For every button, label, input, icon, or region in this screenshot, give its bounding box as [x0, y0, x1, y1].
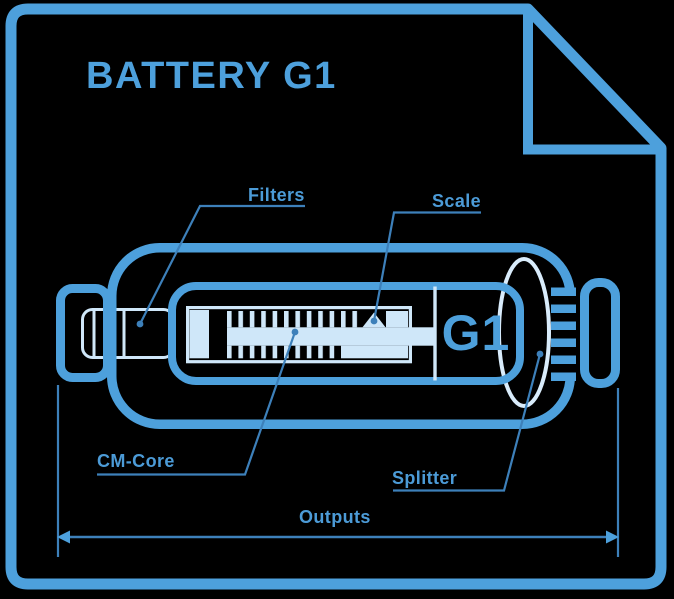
splitter-label: Splitter [392, 468, 457, 488]
core-top-solid [386, 311, 408, 328]
filters-leader-line [139, 204, 305, 325]
core-left-block [189, 310, 209, 359]
scale-leader-dot [370, 317, 378, 325]
dimension-arrow-left [57, 530, 70, 544]
page-title: BATTERY G1 [86, 55, 337, 97]
splitter-fin [551, 321, 576, 330]
splitter-fin [551, 287, 576, 296]
core-comb-top [227, 311, 362, 328]
splitter-fin [551, 355, 576, 364]
left-end-cap [56, 284, 112, 382]
splitter-fin [551, 338, 576, 347]
core-band [227, 327, 435, 346]
cm-core-label: CM-Core [97, 451, 175, 471]
outputs-label: Outputs [299, 507, 371, 527]
cm-core-leader-dot [291, 328, 299, 336]
filters-leader-dot [136, 320, 144, 328]
splitter-oval [497, 257, 551, 408]
splitter-fin [551, 304, 576, 313]
scale-leader-line [372, 211, 481, 322]
document-outline [5, 3, 667, 590]
callout-leaders [97, 204, 542, 492]
filters-label: Filters [248, 185, 305, 205]
battery-diagram: G1 [56, 243, 620, 429]
splitter-leader-dot [536, 350, 544, 358]
splitter-fins [551, 287, 576, 381]
dimension-arrow-right [606, 530, 619, 544]
outputs-dimension: Outputs [56, 385, 620, 557]
folded-corner [523, 13, 659, 155]
cm-core-leader-line [97, 331, 297, 476]
core-bottom-solid [341, 345, 408, 359]
right-end-cap [580, 278, 620, 388]
scale-label: Scale [432, 191, 481, 211]
inner-housing [168, 282, 524, 385]
splitter-leader-line [393, 353, 542, 492]
part-label: G1 [442, 305, 511, 361]
core-comb-bottom [227, 345, 341, 359]
splitter-fin [551, 372, 576, 381]
callout-dots [136, 317, 544, 358]
